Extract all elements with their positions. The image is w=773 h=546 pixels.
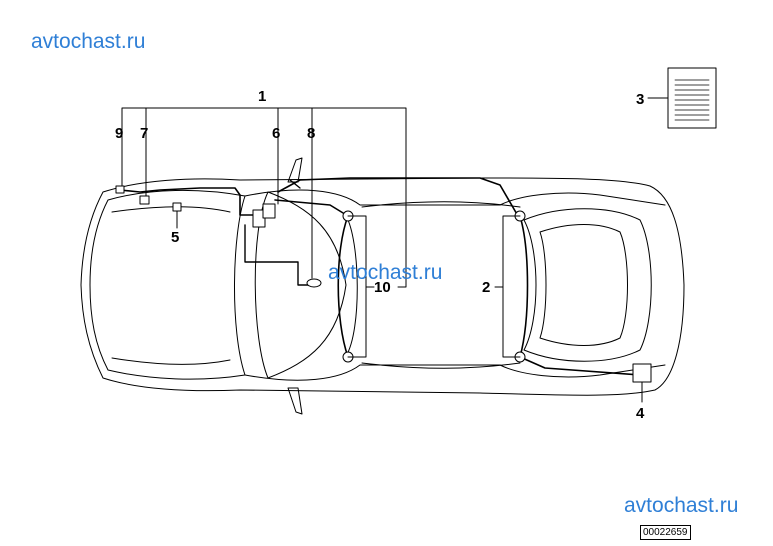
harness-cabin (277, 177, 519, 217)
harness-right-door (519, 215, 641, 376)
connector-8 (306, 278, 322, 288)
harness-stub (289, 179, 301, 189)
callout-10: 10 (374, 279, 391, 296)
left-mirror (287, 157, 303, 183)
callout-4: 4 (636, 405, 645, 422)
leader-1 (121, 107, 407, 288)
module-9 (115, 185, 125, 194)
callout-9: 9 (115, 125, 123, 142)
callout-5: 5 (171, 229, 179, 246)
watermark-bottom: avtochast.ru (624, 494, 739, 517)
module-7 (139, 195, 150, 205)
module-6b (262, 203, 276, 219)
watermark-middle: avtochast.ru (328, 261, 443, 284)
car-hood (89, 189, 246, 380)
hood-crease-lower (111, 357, 231, 365)
callout-2: 2 (482, 279, 490, 296)
harness-front (119, 187, 263, 216)
module-4 (632, 363, 652, 383)
hood-crease (111, 206, 231, 213)
callout-3: 3 (636, 91, 644, 108)
front-pillar (345, 215, 358, 357)
callout-6: 6 (272, 125, 280, 142)
part-number-label: 00022659 (640, 525, 691, 540)
cabin-outline-lower (244, 364, 666, 381)
callout-8: 8 (307, 125, 315, 142)
leader-2-bracket (494, 215, 521, 358)
leader-10-bracket (347, 215, 375, 358)
document-icon (667, 67, 717, 129)
rear-window (523, 208, 652, 362)
module-5 (172, 202, 182, 212)
car-body-outline (80, 177, 685, 396)
windshield (254, 191, 347, 379)
harness-branch-down (244, 224, 313, 286)
right-mirror (287, 387, 303, 415)
roof-line-lower (361, 362, 521, 369)
callout-7: 7 (140, 125, 148, 142)
rear-window-inner (539, 224, 628, 346)
roof-line-upper (361, 201, 521, 208)
watermark-top: avtochast.ru (31, 30, 146, 53)
cabin-outline (244, 189, 666, 206)
callout-1: 1 (258, 88, 266, 105)
